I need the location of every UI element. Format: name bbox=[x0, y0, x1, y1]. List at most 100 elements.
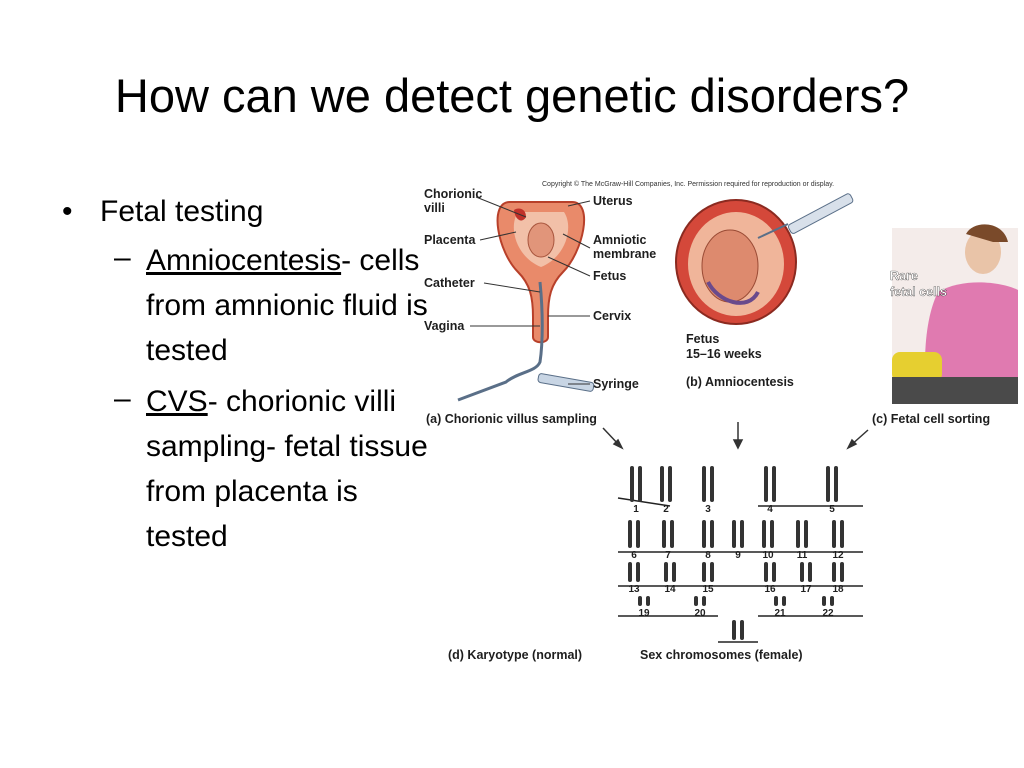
chromosome-label: 1 bbox=[633, 504, 639, 515]
label-placenta: Placenta bbox=[424, 233, 476, 247]
chromosome bbox=[804, 520, 808, 548]
label-chorionic: Chorionic bbox=[424, 187, 482, 201]
chromosome-label: 22 bbox=[822, 608, 834, 619]
chromosome bbox=[702, 466, 706, 502]
chromosome bbox=[646, 596, 650, 606]
chromosome bbox=[670, 520, 674, 548]
caption-c: (c) Fetal cell sorting bbox=[872, 412, 990, 426]
term-amniocentesis: Amniocentesis bbox=[146, 244, 342, 277]
chromosome bbox=[710, 562, 714, 582]
label-vagina: Vagina bbox=[424, 319, 465, 333]
label-fetus-b: Fetus bbox=[686, 332, 719, 346]
sub-bullet-cvs: – CVS- chorionic villi sampling- fetal t… bbox=[114, 379, 452, 559]
chromosome bbox=[840, 520, 844, 548]
sub-bullet-amniocentesis: – Amniocentesis- cells from amnionic flu… bbox=[114, 238, 452, 373]
arrows bbox=[602, 422, 869, 450]
caption-b: (b) Amniocentesis bbox=[686, 375, 794, 389]
chromosome bbox=[732, 620, 736, 640]
label-catheter: Catheter bbox=[424, 276, 475, 290]
chromosome bbox=[630, 466, 634, 502]
chromosome-label: 11 bbox=[797, 550, 808, 561]
caption-sex-chromosomes: Sex chromosomes (female) bbox=[640, 648, 803, 662]
chromosome-label: 18 bbox=[832, 584, 844, 595]
chromosome bbox=[638, 596, 642, 606]
chromosome bbox=[660, 466, 664, 502]
karyotype-divider bbox=[617, 497, 671, 507]
chromosome bbox=[668, 466, 672, 502]
chromosome-label: 17 bbox=[800, 584, 812, 595]
chromosome-label: 7 bbox=[665, 550, 671, 561]
chromosome-label: 2 bbox=[663, 504, 669, 515]
label-rare: Rare bbox=[890, 269, 918, 283]
dash: – bbox=[114, 241, 131, 274]
chromosome bbox=[636, 562, 640, 582]
chromosome-label: 15 bbox=[702, 584, 714, 595]
chromosome bbox=[636, 520, 640, 548]
chromosome bbox=[740, 520, 744, 548]
chromosome bbox=[664, 562, 668, 582]
label-villi: villi bbox=[424, 201, 445, 215]
chromosome-label: 9 bbox=[735, 550, 741, 561]
chromosome bbox=[672, 562, 676, 582]
chromosome bbox=[840, 562, 844, 582]
syringe-shape bbox=[537, 373, 595, 392]
chromosome bbox=[710, 466, 714, 502]
chromosome bbox=[834, 466, 838, 502]
amniocentesis-illustration bbox=[675, 193, 854, 325]
chromosome bbox=[796, 520, 800, 548]
chromosome-label: 16 bbox=[764, 584, 776, 595]
chromosome bbox=[638, 466, 642, 502]
chromosome bbox=[800, 562, 804, 582]
catheter-tube bbox=[457, 281, 544, 402]
chromosome-label: 20 bbox=[694, 608, 706, 619]
chromosome-label: 14 bbox=[664, 584, 676, 595]
chromosome bbox=[808, 562, 812, 582]
fetal-cell-sorting-photo bbox=[892, 224, 1018, 404]
chromosome bbox=[774, 596, 778, 606]
cvs-illustration bbox=[457, 201, 595, 402]
chromosome bbox=[772, 466, 776, 502]
fetal-testing-figure: Copyright © The McGraw-Hill Companies, I… bbox=[424, 180, 1018, 662]
chromosome-label: 13 bbox=[628, 584, 640, 595]
pink-shirt bbox=[925, 282, 1018, 404]
chromosome bbox=[826, 466, 830, 502]
dash: – bbox=[114, 382, 131, 415]
caption-a: (a) Chorionic villus sampling bbox=[426, 412, 597, 426]
chromosome bbox=[764, 466, 768, 502]
sub-bullet-rest: - chorionic villi sampling- fetal tissue… bbox=[146, 385, 428, 553]
chromosome-label: 19 bbox=[638, 608, 650, 619]
caption-d: (d) Karyotype (normal) bbox=[448, 648, 582, 662]
fetus-shape bbox=[527, 222, 555, 258]
label-fetus-age: 15–16 weeks bbox=[686, 347, 762, 361]
chromosome bbox=[770, 520, 774, 548]
bullet-text: Fetal testing bbox=[100, 195, 264, 228]
chromosome bbox=[830, 596, 834, 606]
label-syringe: Syringe bbox=[593, 377, 639, 391]
umbilical-cord bbox=[706, 280, 760, 305]
bullet-list: • Fetal testing – Amniocentesis- cells f… bbox=[62, 192, 452, 559]
label-uterus: Uterus bbox=[593, 194, 633, 208]
chromosome bbox=[782, 596, 786, 606]
bullet-fetal-testing: • Fetal testing bbox=[62, 192, 452, 232]
chromosome bbox=[702, 520, 706, 548]
yellow-glove bbox=[892, 352, 942, 382]
chromosome bbox=[832, 520, 836, 548]
chromosome-label: 10 bbox=[762, 550, 774, 561]
chromosome bbox=[822, 596, 826, 606]
fetus-shape bbox=[701, 229, 759, 303]
syringe-shape bbox=[787, 193, 854, 234]
chromosome-label: 4 bbox=[767, 504, 773, 515]
chromosome bbox=[762, 520, 766, 548]
armrest bbox=[892, 377, 1018, 404]
chromosome bbox=[740, 620, 744, 640]
sub-bullet-text: CVS- chorionic villi sampling- fetal tis… bbox=[146, 379, 446, 559]
chromosome bbox=[832, 562, 836, 582]
chromosome bbox=[694, 596, 698, 606]
chromosome bbox=[702, 562, 706, 582]
chromosome-label: 6 bbox=[631, 550, 637, 561]
chromosome bbox=[772, 562, 776, 582]
chromosome bbox=[628, 562, 632, 582]
chromosome-label: 21 bbox=[774, 608, 786, 619]
hair-shape bbox=[966, 224, 1008, 242]
